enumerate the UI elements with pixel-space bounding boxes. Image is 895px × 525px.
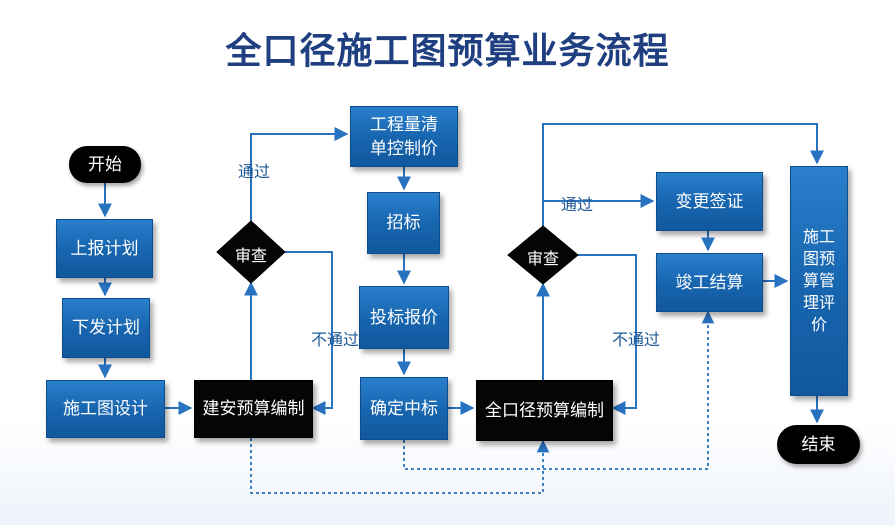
dashed-build-to-full	[250, 438, 550, 494]
drawing-design-box: 施工图设计	[46, 380, 165, 438]
review1-diamond	[216, 220, 286, 284]
bid-offer-box: 投标报价	[359, 286, 449, 349]
dashed-award-to-completion	[403, 310, 715, 470]
arrow-review2-fail	[578, 254, 637, 415]
review2-diamond	[507, 225, 579, 285]
arrow-review1-fail	[285, 251, 333, 415]
change-visa-box: 变更签证	[656, 172, 763, 231]
arrow-review1-pass	[250, 127, 349, 221]
completion-settlement-box: 竣工结算	[656, 253, 763, 312]
end-node: 结束	[777, 425, 860, 464]
review2-label: 审查	[526, 249, 559, 268]
review2-pass-label: 通过	[561, 195, 594, 214]
arrow-review2-pass	[542, 194, 655, 226]
start-node: 开始	[69, 146, 141, 183]
control-price-box: 工程量清单控制价	[350, 106, 458, 167]
award-box: 确定中标	[360, 377, 448, 440]
review2-fail-label: 不通过	[612, 330, 661, 349]
review1-label: 审查	[234, 246, 267, 265]
budget-evaluation-box: 施工图预算管理评价	[790, 166, 848, 396]
build-budget-box: 建安预算编制	[194, 380, 313, 438]
arrow-review2-top	[542, 123, 824, 201]
tender-box: 招标	[367, 192, 440, 254]
review1-pass-label: 通过	[238, 162, 271, 181]
page-title: 全口径施工图预算业务流程	[225, 31, 670, 72]
full-budget-box: 全口径预算编制	[476, 380, 613, 441]
issue-plan-box: 下发计划	[62, 298, 150, 358]
review1-fail-label: 不通过	[311, 330, 360, 349]
report-plan-box: 上报计划	[56, 219, 153, 278]
